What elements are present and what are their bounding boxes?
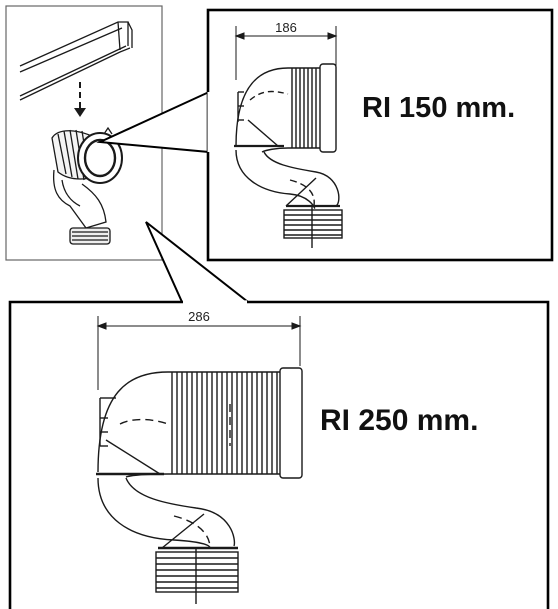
top-detail-panel: 186 [96,8,554,262]
top-dimension-label: 186 [275,20,297,35]
insert-arrow [74,82,86,117]
bottom-detail-panel: 286 [8,221,550,609]
pan-connector-thumbnail [51,126,123,245]
bottom-dimension-line [96,316,302,390]
bottom-dimension-label: 286 [188,309,210,324]
bottom-pipe-drawing [96,367,303,604]
toilet-rim-sketch [19,21,133,101]
top-reach-label: RI 150 mm. [362,92,515,124]
bottom-reach-label: RI 250 mm. [320,404,478,437]
top-dimension-line [234,26,338,80]
top-pipe-drawing [234,63,343,248]
